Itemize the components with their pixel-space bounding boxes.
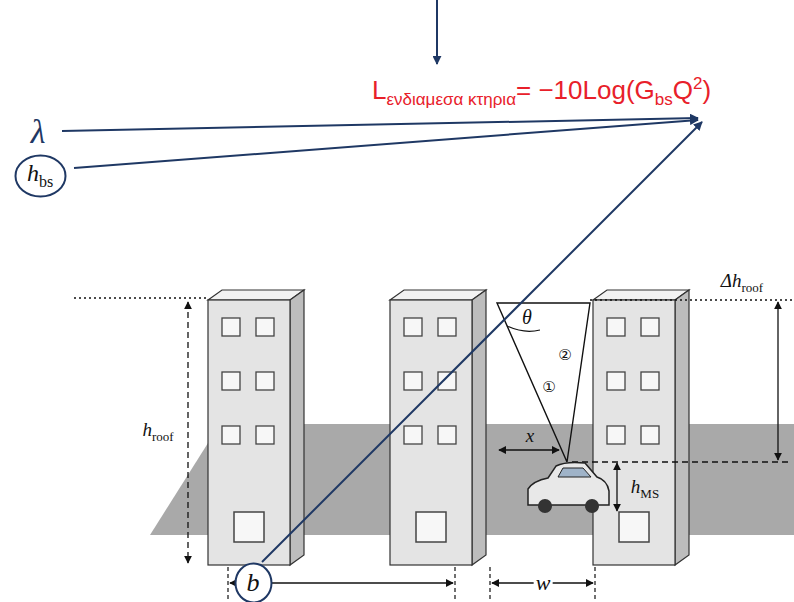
symbol-text-group: b (247, 568, 260, 598)
symbol-text: h (142, 419, 152, 440)
symbol-text: ② (558, 346, 571, 364)
symbol-text: λ (31, 113, 46, 150)
hbs-pointer (74, 120, 698, 168)
symbol-text-group: hbs (27, 160, 53, 191)
subscript-text: ενδιαμεσα κτηρια (386, 90, 516, 109)
b-pointer (262, 122, 702, 562)
angle-label: θ (522, 306, 532, 329)
mobile-level-line (572, 461, 792, 462)
diffraction-rays (497, 303, 590, 462)
mobile-height-label: hMS (631, 476, 659, 502)
distance-label: x (526, 425, 534, 447)
symbol-text: Q (673, 75, 693, 105)
wavelength-symbol: λ (31, 112, 46, 151)
w-extension-line (489, 567, 490, 600)
symbol-text: ① (542, 378, 555, 396)
symbol-text: θ (522, 306, 532, 328)
symbol-text: b (247, 568, 260, 597)
car (528, 462, 609, 513)
subscript-text: bs (39, 173, 53, 190)
symbol-text: = −10Log(G (516, 75, 655, 105)
x-dimension (499, 449, 559, 450)
lambda-pointer (62, 118, 698, 131)
b-extension-line (454, 567, 455, 600)
buildings (208, 290, 689, 565)
subscript-text: bs (655, 90, 673, 109)
hms-dimension (616, 463, 617, 511)
delta-roof-label: Δhroof (721, 270, 763, 296)
symbol-text: L (372, 75, 386, 105)
formula: Lενδιαμεσα κτηρια= −10Log(GbsQ2) (372, 74, 711, 109)
subscript-text: roof (741, 280, 763, 295)
ray-number: ① (540, 379, 557, 396)
symbol-text: Δh (721, 270, 742, 291)
hroof-dimension (187, 302, 188, 563)
roof-height-label: hroof (142, 419, 173, 445)
roof-level-line (590, 299, 792, 300)
w-extension-line (594, 567, 595, 600)
subscript-text: roof (152, 429, 174, 444)
building (208, 290, 304, 565)
symbol-text: w (536, 570, 551, 595)
subscript-text: 2 (693, 74, 702, 93)
delta-hroof-dimension (777, 302, 778, 460)
ray-number: ② (556, 347, 573, 364)
building (390, 290, 486, 565)
symbol-text: h (27, 160, 39, 186)
symbol-text: x (526, 425, 534, 446)
building (593, 290, 689, 565)
symbol-text: ) (702, 75, 711, 105)
symbol-text: h (631, 476, 641, 497)
hbs-level-line (74, 297, 206, 298)
circled-symbol: b (234, 562, 273, 602)
street-width-label: w (534, 570, 553, 595)
circled-symbol: hbs (14, 154, 67, 198)
b-extension-line (227, 567, 228, 600)
subscript-text: MS (640, 486, 659, 501)
input-arrow (436, 0, 438, 64)
